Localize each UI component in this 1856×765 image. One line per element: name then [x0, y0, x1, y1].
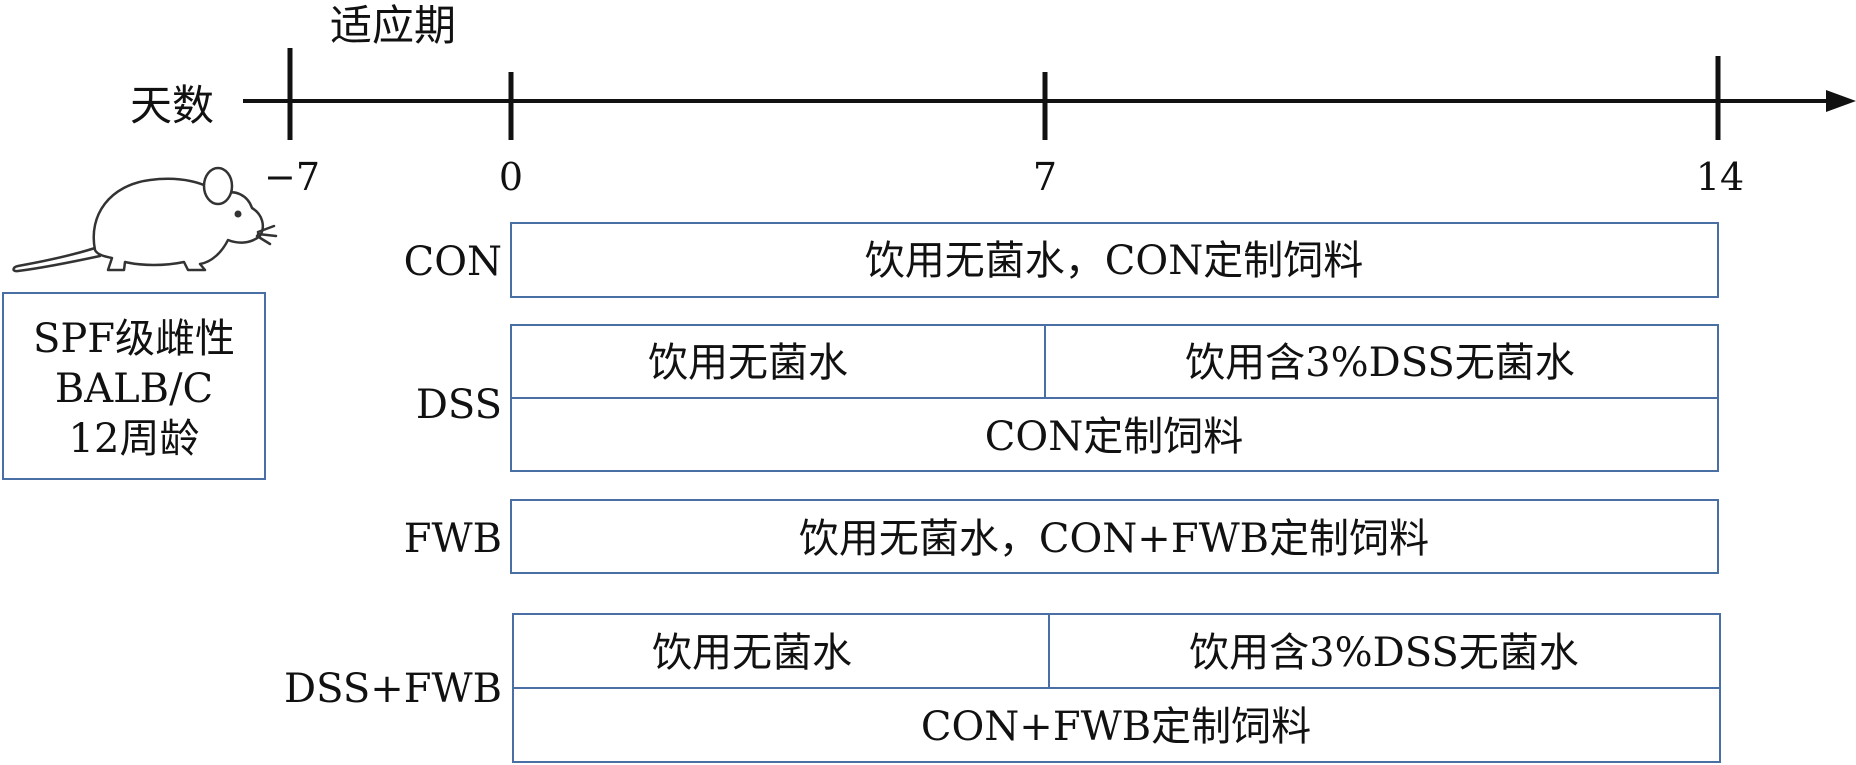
mouse-info-frame [2, 292, 266, 480]
treatment-text: 饮用无菌水 [652, 630, 852, 676]
treatment-text: 饮用无菌水，CON+FWB定制饲料 [799, 516, 1429, 562]
water-bar-second [1048, 613, 1721, 689]
period-label: 适应期 [330, 1, 456, 50]
group-label: FWB [404, 516, 502, 562]
group-label: DSS+FWB [284, 666, 502, 712]
mouse-strain-line: 12周龄 [69, 416, 200, 462]
mouse-body [92, 177, 264, 272]
treatment-bar [510, 222, 1719, 298]
group-dss-fwb: DSS+FWB 饮用无菌水 饮用含3%DSS无菌水 CON+FWB定制饲料 [284, 613, 1721, 763]
mouse-whiskers [255, 224, 278, 246]
treatment-bar [510, 499, 1719, 574]
tick-label: −7 [264, 155, 320, 199]
group-label: DSS [416, 382, 502, 428]
treatment-text: CON定制饲料 [985, 414, 1243, 460]
feed-bar [510, 397, 1719, 472]
mouse-strain-line: BALB/C [55, 366, 213, 412]
group-label: CON [404, 239, 502, 285]
treatment-text: 饮用无菌水，CON定制饲料 [865, 238, 1363, 284]
mouse-strain-line: SPF级雌性 [33, 316, 235, 362]
group-con: CON 饮用无菌水，CON定制饲料 [404, 222, 1719, 298]
treatment-text: 饮用无菌水 [648, 340, 848, 386]
mouse-ear [202, 166, 234, 206]
feed-bar [512, 687, 1721, 763]
treatment-text: 饮用含3%DSS无菌水 [1189, 630, 1579, 676]
group-dss: DSS 饮用无菌水 饮用含3%DSS无菌水 CON定制饲料 [416, 324, 1719, 472]
tick-label: 7 [1033, 155, 1057, 199]
tick-label: 0 [499, 155, 523, 199]
mouse-eye [234, 210, 242, 218]
axis-label: 天数 [130, 81, 214, 130]
group-fwb: FWB 饮用无菌水，CON+FWB定制饲料 [404, 499, 1719, 574]
treatment-text: 饮用含3%DSS无菌水 [1185, 340, 1575, 386]
tick-label: 14 [1696, 155, 1744, 199]
axis-arrowhead [1826, 90, 1856, 112]
water-bar-first [512, 613, 1050, 689]
water-bar-second [1044, 324, 1719, 399]
mouse-icon [12, 166, 278, 273]
mouse-tail [12, 246, 102, 273]
treatment-text: CON+FWB定制饲料 [921, 704, 1311, 750]
mouse-info-box: SPF级雌性 BALB/C 12周龄 [2, 292, 266, 480]
timeline: 适应期 天数 −7 0 7 14 [130, 1, 1856, 199]
